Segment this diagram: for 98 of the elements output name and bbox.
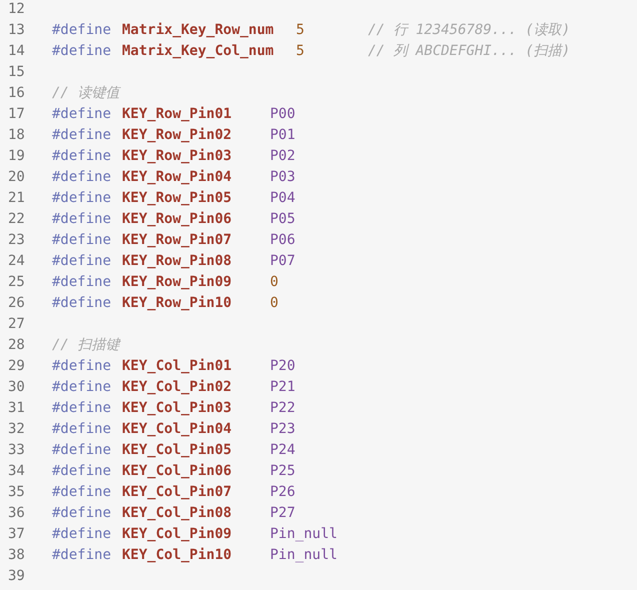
macro-name: KEY_Col_Pin02	[122, 378, 232, 396]
code-keyword: #define	[52, 21, 112, 39]
code-keyword: #define	[52, 42, 112, 60]
macro-value: 5	[296, 42, 304, 60]
line-number: 25	[8, 273, 25, 291]
macro-value: P27	[270, 504, 296, 522]
macro-name: KEY_Row_Pin02	[122, 126, 232, 144]
line-number: 34	[8, 462, 25, 480]
code-keyword: #define	[52, 399, 112, 417]
line-number: 36	[8, 504, 25, 522]
line-number: 26	[8, 294, 25, 312]
macro-name: KEY_Col_Pin05	[122, 441, 232, 459]
macro-value: P04	[270, 189, 296, 207]
macro-name: KEY_Row_Pin07	[122, 231, 232, 249]
macro-name: KEY_Col_Pin01	[122, 357, 232, 375]
macro-value: P22	[270, 399, 296, 417]
code-keyword: #define	[52, 252, 112, 270]
macro-value: P24	[270, 441, 296, 459]
line-number: 18	[8, 126, 25, 144]
macro-value: P23	[270, 420, 296, 438]
macro-name: KEY_Col_Pin08	[122, 504, 232, 522]
code-keyword: #define	[52, 294, 112, 312]
macro-value: 0	[270, 273, 278, 291]
code-keyword: #define	[52, 147, 112, 165]
line-number: 27	[8, 315, 25, 333]
code-comment: // 列 ABCDEFGHI... (扫描)	[368, 42, 570, 60]
macro-value: P26	[270, 483, 296, 501]
macro-name: KEY_Row_Pin04	[122, 168, 232, 186]
macro-value: Pin_null	[270, 546, 338, 564]
code-keyword: #define	[52, 420, 112, 438]
line-number: 33	[8, 441, 25, 459]
macro-name: KEY_Col_Pin06	[122, 462, 232, 480]
macro-name: KEY_Col_Pin04	[122, 420, 232, 438]
code-keyword: #define	[52, 105, 112, 123]
macro-value: P03	[270, 168, 296, 186]
macro-name: Matrix_Key_Col_num	[122, 42, 274, 60]
line-number: 20	[8, 168, 25, 186]
line-number: 32	[8, 420, 25, 438]
code-keyword: #define	[52, 210, 112, 228]
line-number: 31	[8, 399, 25, 417]
code-keyword: #define	[52, 189, 112, 207]
line-number: 28	[8, 336, 25, 354]
macro-value: P05	[270, 210, 296, 228]
macro-value: P00	[270, 105, 296, 123]
macro-value: P01	[270, 126, 296, 144]
macro-name: KEY_Col_Pin10	[122, 546, 232, 564]
line-number: 21	[8, 189, 25, 207]
code-keyword: #define	[52, 483, 112, 501]
code-keyword: #define	[52, 273, 112, 291]
code-keyword: #define	[52, 231, 112, 249]
macro-name: KEY_Row_Pin03	[122, 147, 232, 165]
macro-name: KEY_Row_Pin06	[122, 210, 232, 228]
code-comment: // 读键值	[52, 84, 120, 102]
macro-name: KEY_Col_Pin09	[122, 525, 232, 543]
macro-value: P21	[270, 378, 296, 396]
code-keyword: #define	[52, 504, 112, 522]
line-number: 24	[8, 252, 25, 270]
line-number: 14	[8, 42, 25, 60]
macro-name: KEY_Row_Pin10	[122, 294, 232, 312]
line-number: 38	[8, 546, 25, 564]
line-number: 13	[8, 21, 25, 39]
macro-value: 0	[270, 294, 278, 312]
line-number: 37	[8, 525, 25, 543]
code-keyword: #define	[52, 525, 112, 543]
code-keyword: #define	[52, 126, 112, 144]
macro-name: KEY_Col_Pin07	[122, 483, 232, 501]
macro-name: KEY_Col_Pin03	[122, 399, 232, 417]
code-keyword: #define	[52, 546, 112, 564]
line-number: 35	[8, 483, 25, 501]
line-number: 23	[8, 231, 25, 249]
line-number: 12	[8, 0, 25, 18]
line-number: 16	[8, 84, 25, 102]
line-number: 39	[8, 567, 25, 585]
code-comment: // 扫描键	[52, 336, 120, 354]
line-number: 15	[8, 63, 25, 81]
macro-value: Pin_null	[270, 525, 338, 543]
macro-value: P07	[270, 252, 296, 270]
line-number: 22	[8, 210, 25, 228]
macro-name: KEY_Row_Pin01	[122, 105, 232, 123]
code-keyword: #define	[52, 378, 112, 396]
macro-name: Matrix_Key_Row_num	[122, 21, 274, 39]
macro-value: P25	[270, 462, 296, 480]
macro-name: KEY_Row_Pin09	[122, 273, 232, 291]
line-number: 30	[8, 378, 25, 396]
macro-value: P06	[270, 231, 296, 249]
macro-value: P02	[270, 147, 296, 165]
macro-name: KEY_Row_Pin05	[122, 189, 232, 207]
macro-value: P20	[270, 357, 296, 375]
macro-value: 5	[296, 21, 304, 39]
line-number: 29	[8, 357, 25, 375]
line-number: 19	[8, 147, 25, 165]
macro-name: KEY_Row_Pin08	[122, 252, 232, 270]
code-keyword: #define	[52, 357, 112, 375]
code-keyword: #define	[52, 168, 112, 186]
code-comment: // 行 123456789... (读取)	[368, 21, 570, 39]
line-number: 17	[8, 105, 25, 123]
code-keyword: #define	[52, 441, 112, 459]
code-keyword: #define	[52, 462, 112, 480]
